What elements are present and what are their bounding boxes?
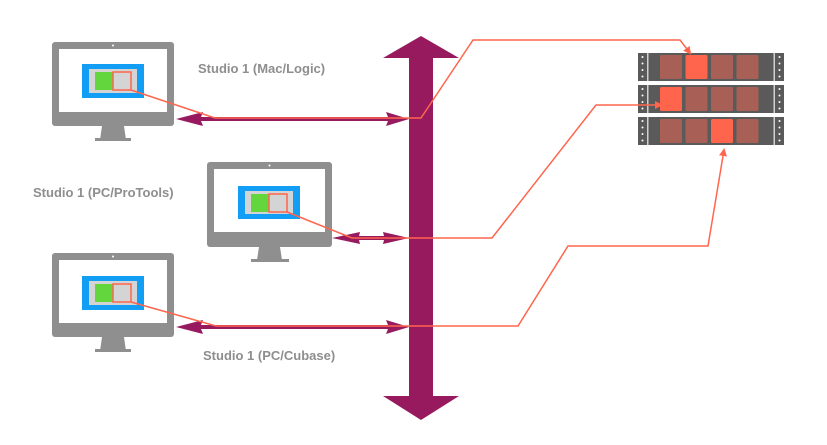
- monitor-studio-cubase: [52, 253, 174, 352]
- rack-screw-icon: [641, 120, 644, 122]
- rack-screw-icon: [778, 101, 781, 103]
- rack-screw-icon: [778, 56, 781, 58]
- rack-screw-icon: [641, 107, 644, 110]
- studio-label-mac: Studio 1 (Mac/Logic): [198, 61, 326, 76]
- drive-slot: [660, 55, 682, 79]
- drive-slot: [711, 55, 733, 79]
- link-protools-to-storage: [286, 101, 663, 239]
- rack-screw-icon: [641, 126, 644, 129]
- studio-label-cubase: Studio 1 (PC/Cubase): [203, 348, 336, 363]
- monitor-studio-mac: [52, 42, 174, 141]
- rack-screw-icon: [641, 94, 644, 97]
- storage-unit: [638, 53, 784, 81]
- drive-slot: [711, 87, 733, 111]
- connection-arrow-cubase: [176, 320, 409, 334]
- rack-screw-icon: [778, 88, 781, 90]
- link-mac-to-storage: [130, 39, 692, 119]
- rack-screw-icon: [641, 62, 644, 65]
- storage-rack: [638, 53, 784, 145]
- link-cubase-to-storage: [130, 148, 727, 327]
- rack-screw-icon: [778, 133, 781, 135]
- studio-label-protools: Studio 1 (PC/ProTools): [33, 185, 174, 200]
- rack-screw-icon: [778, 139, 781, 142]
- drive-slot: [660, 119, 682, 143]
- rack-screw-icon: [641, 56, 644, 58]
- rack-screw-icon: [641, 101, 644, 103]
- drive-slot-active: [711, 119, 733, 143]
- drive-slot: [736, 55, 759, 79]
- rack-screw-icon: [778, 69, 781, 71]
- rack-screw-icon: [778, 107, 781, 110]
- drive-slot: [736, 87, 759, 111]
- drive-slot-active: [685, 55, 708, 79]
- backbone-arrow: [383, 36, 459, 420]
- rack-screw-icon: [641, 88, 644, 90]
- rack-screw-icon: [641, 69, 644, 71]
- rack-screw-icon: [778, 120, 781, 122]
- drive-slot: [685, 119, 708, 143]
- rack-screw-icon: [778, 94, 781, 97]
- rack-screw-icon: [641, 133, 644, 135]
- drive-slot-active: [660, 87, 682, 111]
- storage-unit: [638, 85, 784, 113]
- data-links: [130, 39, 727, 327]
- drive-slot: [736, 119, 759, 143]
- monitor-studio-protools: [207, 162, 332, 262]
- storage-unit: [638, 117, 784, 145]
- rack-screw-icon: [641, 75, 644, 78]
- rack-screw-icon: [778, 75, 781, 78]
- rack-screw-icon: [778, 62, 781, 65]
- rack-screw-icon: [641, 139, 644, 142]
- connection-arrow-mac: [176, 112, 409, 126]
- drive-slot: [685, 87, 708, 111]
- rack-screw-icon: [778, 126, 781, 129]
